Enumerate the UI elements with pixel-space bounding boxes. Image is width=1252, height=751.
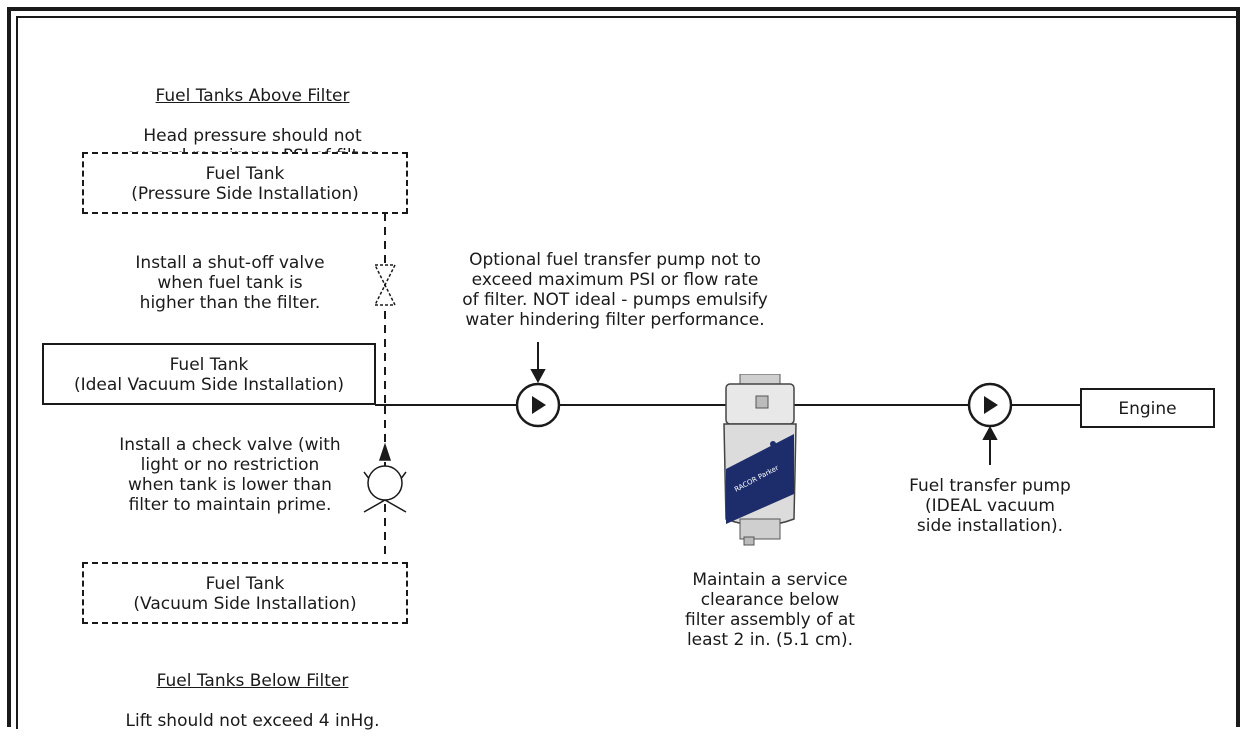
ideal-vacuum-tank: Fuel Tank (Ideal Vacuum Side Installatio… bbox=[42, 343, 376, 405]
check-valve-icon bbox=[363, 442, 407, 513]
shutoff-valve-note: Install a shut-off valve when fuel tank … bbox=[135, 253, 325, 313]
ideal-pump-icon bbox=[967, 382, 1013, 428]
optional-pump-note: Optional fuel transfer pump not to excee… bbox=[462, 250, 768, 330]
vacuum-tank-line1: Fuel Tank bbox=[205, 574, 285, 594]
inner-frame bbox=[16, 16, 1237, 729]
ideal-pump-arrow bbox=[982, 425, 998, 465]
engine-label: Engine bbox=[1118, 399, 1177, 419]
below-note: Lift should not exceed 4 inHg. bbox=[125, 711, 380, 731]
ideal-pump-note: Fuel transfer pump (IDEAL vacuum side in… bbox=[909, 476, 1071, 536]
optional-pump-arrow bbox=[530, 342, 546, 384]
pressure-tank-line2: (Pressure Side Installation) bbox=[131, 184, 359, 204]
engine-box: Engine bbox=[1080, 388, 1215, 428]
service-clearance-note: Maintain a service clearance below filte… bbox=[685, 570, 855, 650]
below-caption: Fuel Tanks Below Filter Lift should not … bbox=[80, 651, 425, 751]
ideal-tank-line2: (Ideal Vacuum Side Installation) bbox=[74, 375, 344, 395]
below-heading: Fuel Tanks Below Filter bbox=[156, 671, 349, 691]
pressure-tank-line1: Fuel Tank bbox=[205, 164, 285, 184]
shutoff-valve-icon bbox=[373, 264, 397, 306]
fuel-filter-illustration: RACOR Parker bbox=[723, 374, 797, 546]
vacuum-side-tank: Fuel Tank (Vacuum Side Installation) bbox=[82, 562, 408, 624]
check-valve-note: Install a check valve (with light or no … bbox=[119, 435, 341, 515]
pressure-side-tank: Fuel Tank (Pressure Side Installation) bbox=[82, 152, 408, 214]
ideal-tank-line1: Fuel Tank bbox=[169, 355, 249, 375]
optional-pump-icon bbox=[515, 382, 561, 428]
above-heading: Fuel Tanks Above Filter bbox=[155, 86, 350, 106]
vacuum-tank-line2: (Vacuum Side Installation) bbox=[133, 594, 357, 614]
outer-frame bbox=[7, 7, 1240, 727]
